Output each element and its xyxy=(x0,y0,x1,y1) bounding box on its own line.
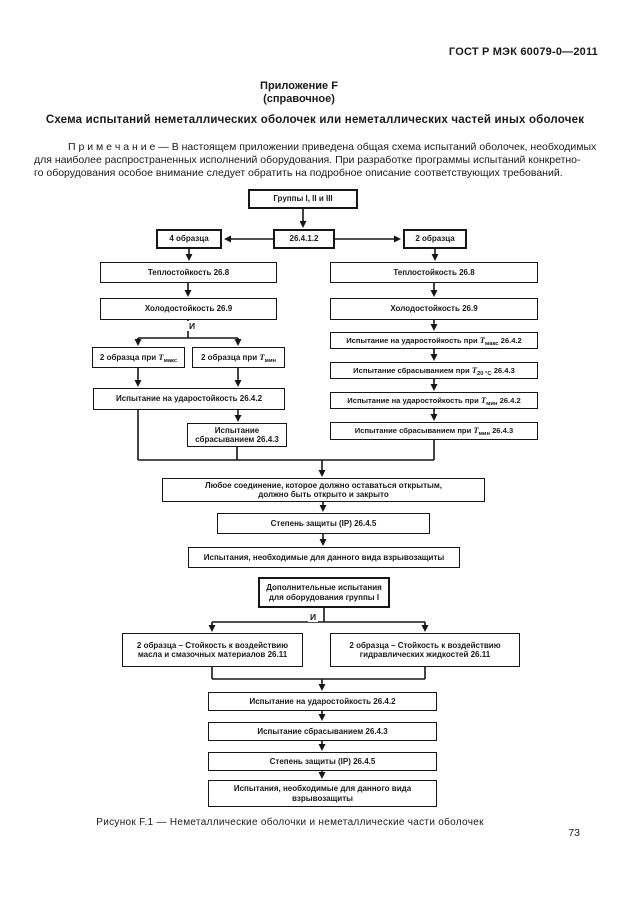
flow-box-ip-rating-1: Степень защиты (IP) 26.4.5 xyxy=(217,513,430,534)
box-line: 2 образца – Стойкость к воздействию xyxy=(136,640,289,650)
box-line: гидравлических жидкостей 26.11 xyxy=(359,650,491,659)
flow-box-cold-left: Холодостойкость 26.9 xyxy=(100,298,277,320)
flow-box-4-samples: 4 образца xyxy=(156,229,222,249)
flow-box-impact-bottom: Испытание на ударостойкость 26.4.2 xyxy=(208,692,437,711)
box-line: для оборудования группы I xyxy=(268,592,380,602)
flow-box-type-protection-tests-1: Испытания, необходимые для данного вида … xyxy=(188,547,460,568)
document-number: ГОСТ Р МЭК 60079-0—2011 xyxy=(448,46,598,58)
box-text: Испытание на ударостойкость при Тмин 26.… xyxy=(347,394,521,407)
flow-box-ip-rating-2: Степень защиты (IP) 26.4.5 xyxy=(208,752,437,771)
note-line: го оборудования особое внимание следует … xyxy=(34,167,563,179)
flow-box-2-samples: 2 образца xyxy=(403,229,467,249)
flow-box-impact-left: Испытание на ударостойкость 26.4.2 xyxy=(93,388,285,410)
flow-box-heat-right: Теплостойкость 26.8 xyxy=(330,262,538,283)
box-line: Дополнительные испытания xyxy=(266,583,382,592)
note-line: П р и м е ч а н и е — В настоящем прилож… xyxy=(68,141,597,153)
flow-box-drop-bottom: Испытание сбрасыванием 26.4.3 xyxy=(208,722,437,741)
page-number: 73 xyxy=(568,827,580,839)
box-text: Испытание на ударостойкость при Тмакс 26… xyxy=(346,334,522,347)
box-text: Испытание сбрасыванием при Т20 °С 26.4.3 xyxy=(353,364,515,377)
box-line: Испытания, необходимые для данного вида xyxy=(233,784,412,793)
box-text: 2 образца при Тмин xyxy=(200,351,277,364)
page-title: Схема испытаний неметаллических оболочек… xyxy=(45,114,585,126)
appendix-heading: Приложение F (справочное) xyxy=(0,80,598,106)
flow-box-heat-left: Теплостойкость 26.8 xyxy=(100,262,277,283)
flow-box-additional-tests-group1: Дополнительные испытания для оборудовани… xyxy=(258,577,390,608)
flow-box-impact-tmin-right: Испытание на ударостойкость при Тмин 26.… xyxy=(330,392,538,409)
box-text: Испытание сбрасыванием при Тмин 26.4.3 xyxy=(354,425,514,438)
and-connector-label: И xyxy=(187,321,198,331)
box-line: 2 образца – Стойкость к воздействию xyxy=(349,640,501,650)
flow-box-hydraulic-resistance: 2 образца – Стойкость к воздействию гидр… xyxy=(330,633,520,667)
box-text: 2 образца при Тмакс xyxy=(99,351,178,364)
note-paragraph: П р и м е ч а н и е — В настоящем прилож… xyxy=(34,141,597,180)
flow-box-2-samples-tmax: 2 образца при Тмакс xyxy=(92,347,185,368)
box-line: взрывозащиты xyxy=(292,793,353,803)
box-line: Испытание xyxy=(214,425,260,435)
flow-box-drop-t20-right: Испытание сбрасыванием при Т20 °С 26.4.3 xyxy=(330,362,538,379)
flow-box-ref-26412: 26.4.1.2 xyxy=(273,229,335,249)
appendix-kind: (справочное) xyxy=(263,93,335,105)
appendix-label: Приложение F xyxy=(260,80,338,92)
box-line: масла и смазочных материалов 26.11 xyxy=(137,650,288,659)
flow-box-drop-left: Испытание сбрасыванием 26.4.3 xyxy=(187,423,287,447)
flow-box-joint-open-closed: Любое соединение, которое должно остават… xyxy=(162,478,485,502)
note-line: для наиболее распространенных исполнений… xyxy=(34,154,581,166)
flow-box-type-protection-tests-2: Испытания, необходимые для данного вида … xyxy=(208,780,437,807)
flow-box-impact-tmax-right: Испытание на ударостойкость при Тмакс 26… xyxy=(330,332,538,349)
box-line: Любое соединение, которое должно остават… xyxy=(205,480,442,490)
flow-box-2-samples-tmin: 2 образца при Тмин xyxy=(192,347,285,368)
flow-box-cold-right: Холодостойкость 26.9 xyxy=(330,298,538,320)
flow-box-drop-tmin-right: Испытание сбрасыванием при Тмин 26.4.3 xyxy=(330,422,538,440)
box-line: сбрасыванием 26.4.3 xyxy=(195,435,279,444)
figure-caption: Рисунок F.1 — Неметаллические оболочки и… xyxy=(96,817,484,828)
flow-box-oil-resistance: 2 образца – Стойкость к воздействию масл… xyxy=(122,633,303,667)
box-line: должно быть открыто и закрыто xyxy=(258,490,389,499)
and-connector-label: И xyxy=(308,612,319,622)
flow-box-groups: Группы I, II и III xyxy=(248,189,358,209)
